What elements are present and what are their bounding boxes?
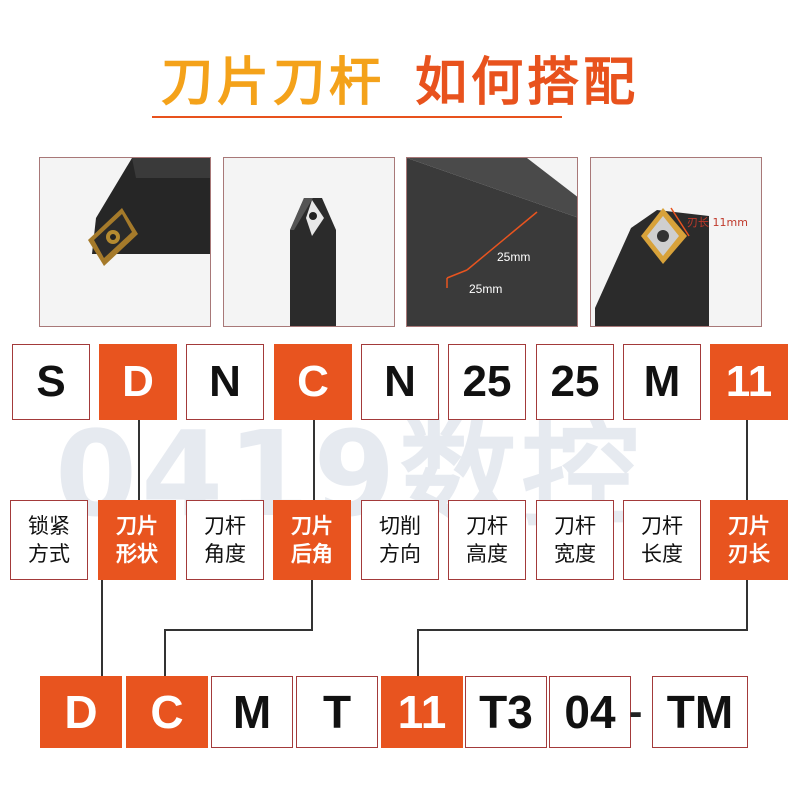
dim-height-label: 25mm [497, 250, 531, 264]
label-line-2: 宽度 [554, 542, 596, 566]
insert-char-5: 11 [381, 676, 463, 748]
label-holder-height: 刀杆高度 [448, 500, 526, 580]
code-char-3: N [186, 344, 264, 420]
insert-char-3: M [211, 676, 293, 748]
code-char-4: C [274, 344, 352, 420]
photo-insert-edge-length: 刃长 11mm [590, 157, 762, 327]
label-line-1: 刀杆 [641, 514, 683, 538]
label-line-1: 刀片 [728, 514, 770, 538]
label-line-1: 刀杆 [204, 514, 246, 538]
label-line-2: 角度 [204, 542, 246, 566]
label-line-1: 锁紧 [28, 514, 70, 538]
label-insert-clearance: 刀片后角 [273, 500, 351, 580]
label-line-2: 方式 [28, 542, 70, 566]
title-part-1: 刀片刀杆 [160, 53, 385, 113]
insert-char-1: D [40, 676, 122, 748]
insert-char-4: T [296, 676, 378, 748]
dim-width-label: 25mm [469, 282, 503, 296]
edge-length-label: 刃长 11mm [687, 216, 748, 229]
code-char-6: 25 [448, 344, 526, 420]
label-line-2: 长度 [641, 542, 683, 566]
label-holder-length: 刀杆长度 [623, 500, 701, 580]
insert-separator: - [629, 690, 643, 734]
photo-shank-dimensions: 25mm 25mm [406, 157, 578, 327]
label-line-1: 切削 [379, 514, 421, 538]
label-line-2: 方向 [379, 542, 421, 566]
label-line-2: 刃长 [728, 542, 770, 566]
insert-char-7: 04 [549, 676, 631, 748]
label-line-1: 刀杆 [554, 514, 596, 538]
insert-char-2: C [126, 676, 208, 748]
label-line-2: 后角 [291, 542, 333, 566]
photo-holder-side [223, 157, 395, 327]
title-part-2: 如何搭配 [415, 53, 640, 113]
label-cutting-direction: 切削方向 [361, 500, 439, 580]
label-line-1: 刀片 [291, 514, 333, 538]
label-line-2: 形状 [116, 542, 158, 566]
label-line-2: 高度 [466, 542, 508, 566]
code-char-1: S [12, 344, 90, 420]
label-holder-width: 刀杆宽度 [536, 500, 614, 580]
code-char-8: M [623, 344, 701, 420]
page-title: 刀片刀杆如何搭配 [0, 40, 800, 115]
insert-char-6: T3 [465, 676, 547, 748]
insert-char-8: TM [652, 676, 748, 748]
label-insert-edge-length: 刀片刃长 [710, 500, 788, 580]
photo-holder-insert [39, 157, 211, 327]
code-char-5: N [361, 344, 439, 420]
label-line-1: 刀杆 [466, 514, 508, 538]
label-holder-angle: 刀杆角度 [186, 500, 264, 580]
code-char-9: 11 [710, 344, 788, 420]
label-insert-shape: 刀片形状 [98, 500, 176, 580]
title-underline [152, 116, 562, 118]
label-line-1: 刀片 [116, 514, 158, 538]
label-locking-method: 锁紧方式 [10, 500, 88, 580]
code-char-2: D [99, 344, 177, 420]
code-char-7: 25 [536, 344, 614, 420]
